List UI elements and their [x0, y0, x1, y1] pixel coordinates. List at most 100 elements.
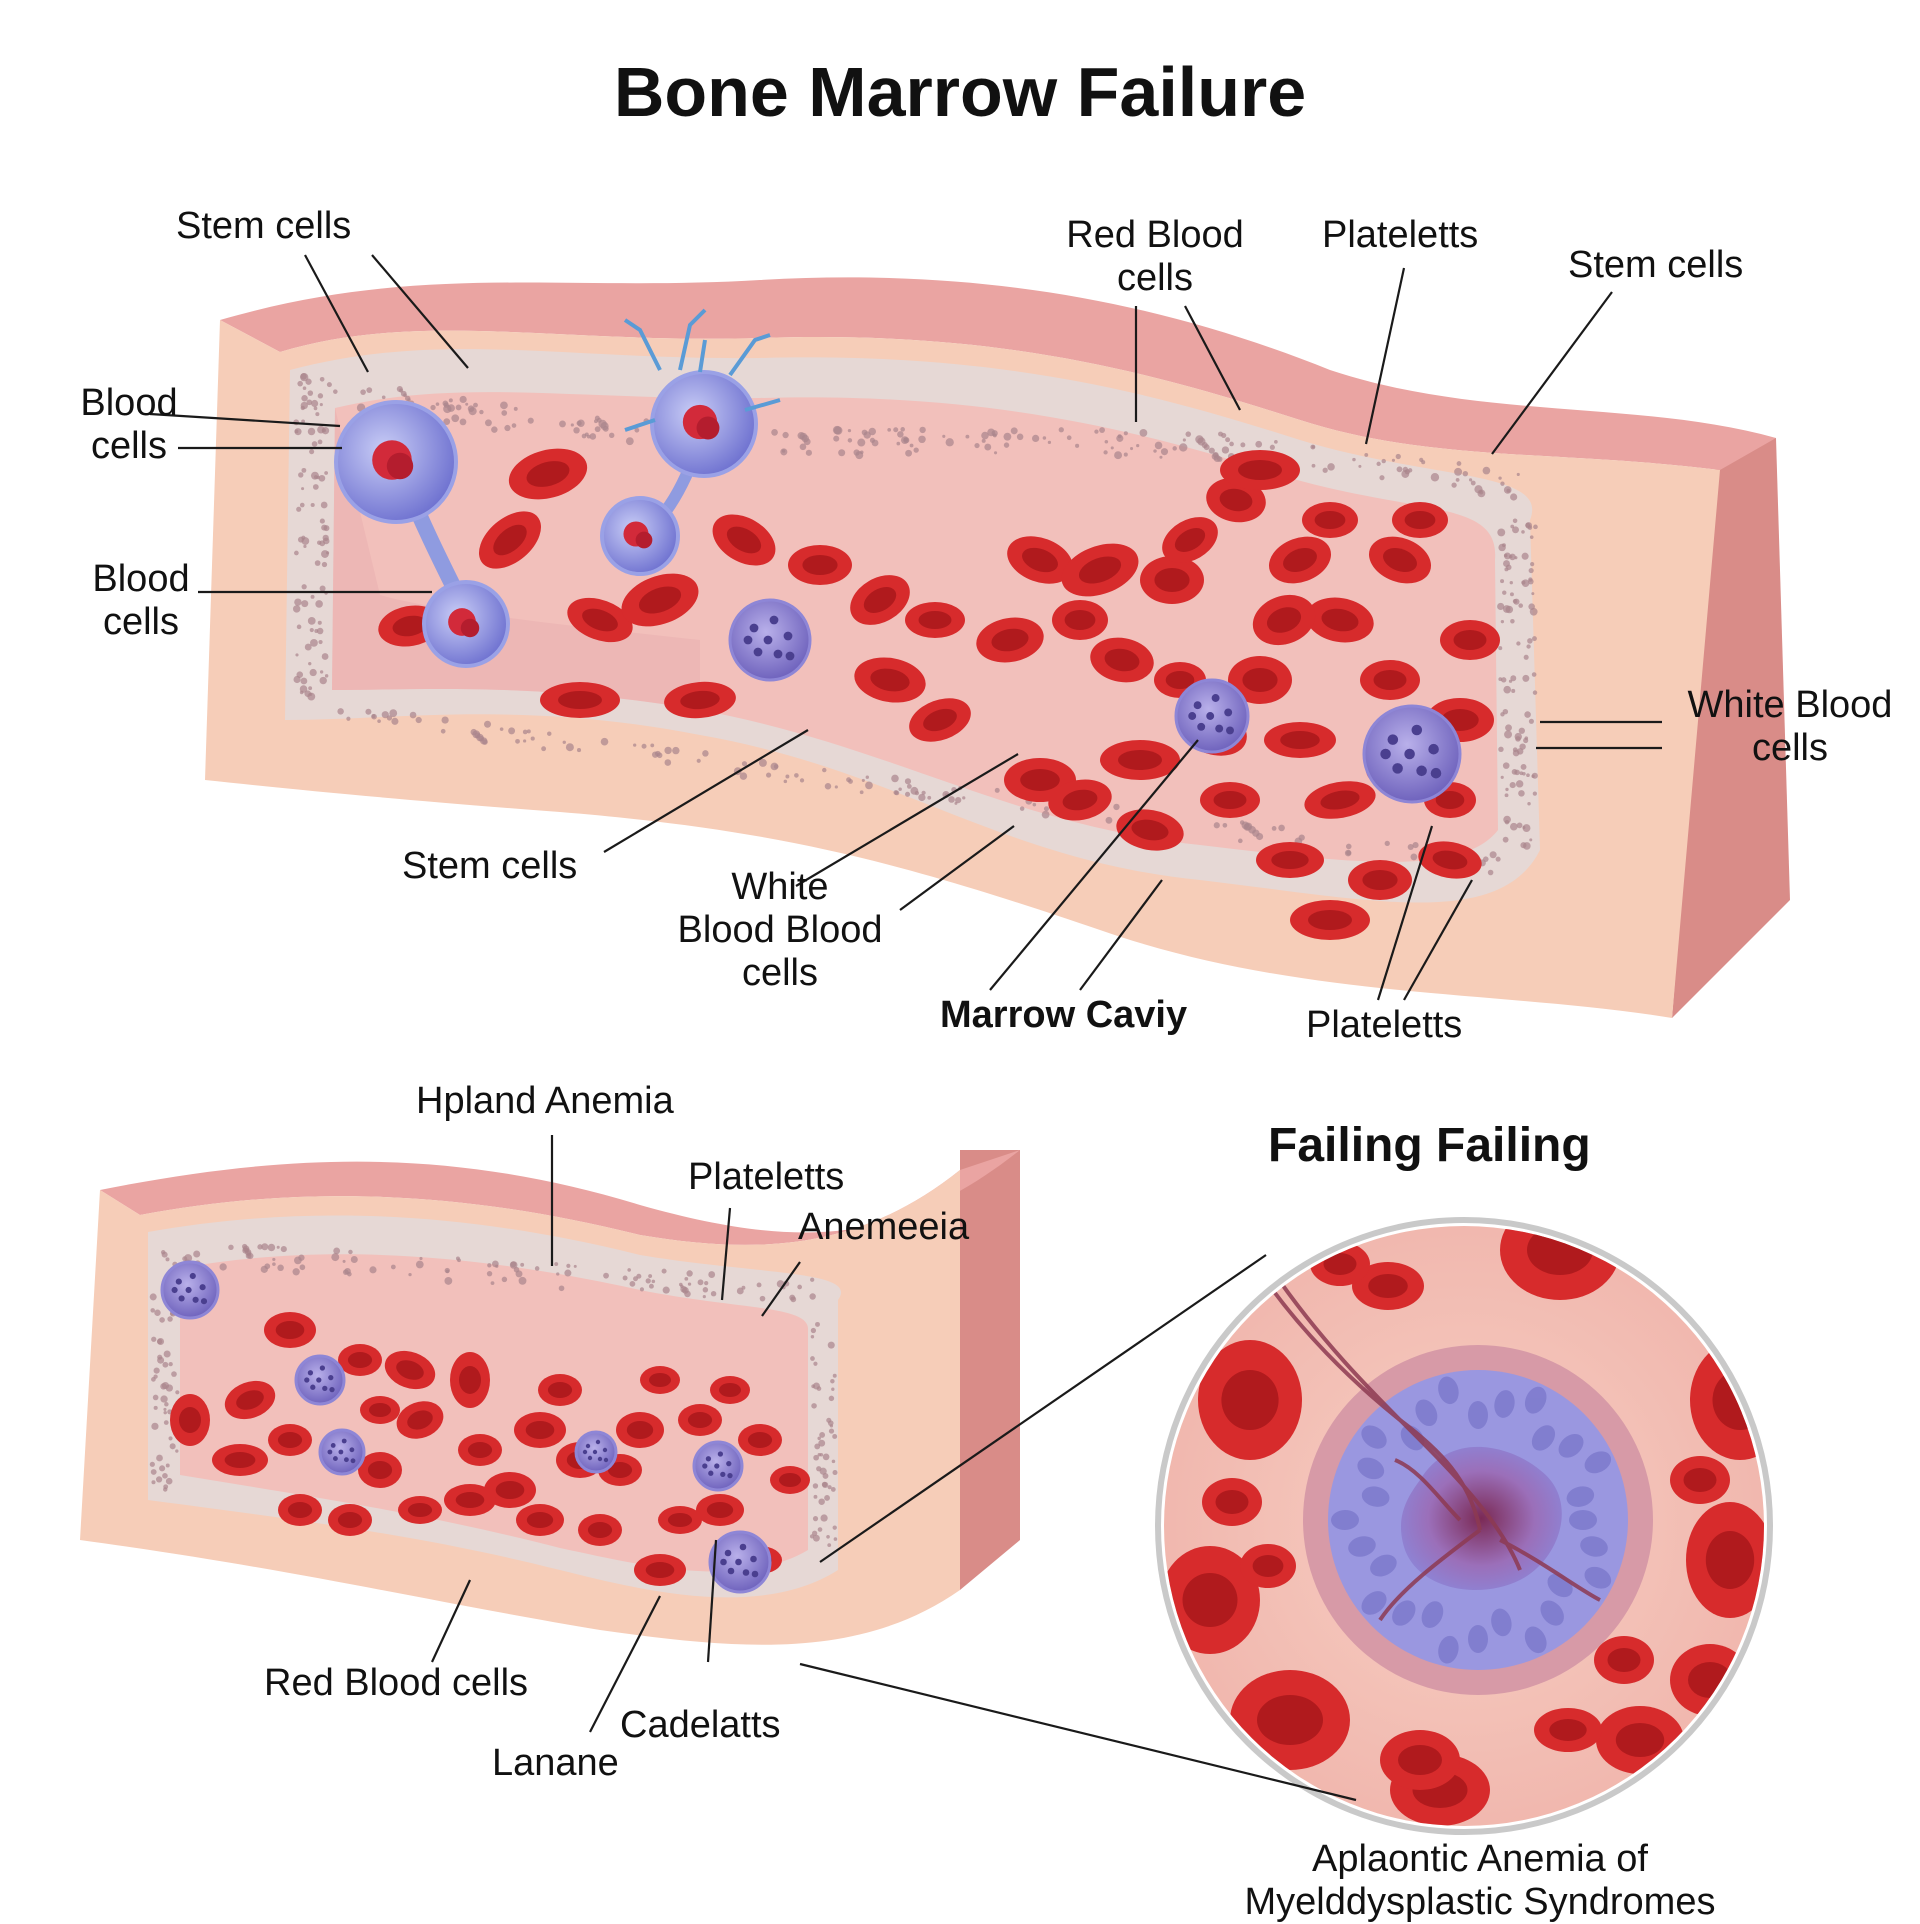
red-blood-cell-icon	[212, 1444, 268, 1476]
red-blood-cell-icon	[616, 1412, 664, 1448]
red-blood-cell-icon	[1140, 556, 1204, 604]
red-blood-cell-icon	[1348, 860, 1412, 900]
red-blood-cell-icon	[1256, 842, 1324, 878]
label-line: Blood	[80, 382, 178, 424]
red-blood-cell-icon	[1264, 722, 1336, 758]
label-plateletts-lower: Plateletts	[688, 1156, 845, 1198]
white-blood-cell-icon	[1362, 704, 1462, 804]
red-blood-cell-icon	[634, 1554, 686, 1586]
bottom-bone-section	[80, 1150, 1020, 1645]
label-marrow-cavity: Marrow Caviy	[940, 994, 1188, 1036]
vacuole	[1584, 1451, 1612, 1474]
stem-cell-icon	[600, 496, 680, 576]
red-blood-cell-icon	[338, 1344, 382, 1376]
red-blood-cell-icon	[1596, 1706, 1684, 1774]
red-blood-cell-icon	[540, 682, 620, 718]
red-blood-cell-icon	[1252, 594, 1316, 646]
label-red-blood-cells-lower: Red Blood cells	[264, 1662, 529, 1704]
white-blood-cell-icon	[728, 598, 812, 682]
label-blood-cells-2: Blood cells	[88, 558, 194, 644]
red-blood-cell-icon	[1670, 1456, 1730, 1504]
vacuole	[1361, 1591, 1387, 1615]
vacuole	[1467, 1401, 1489, 1429]
red-blood-cell-icon	[909, 698, 971, 742]
vacuole	[1392, 1600, 1416, 1626]
red-blood-cell-icon	[479, 511, 541, 569]
red-blood-cell-icon	[508, 448, 588, 500]
vacuole	[1540, 1600, 1564, 1626]
label-plateletts-top: Plateletts	[1322, 214, 1479, 256]
red-blood-cell-icon	[328, 1504, 372, 1536]
red-blood-cell-icon	[1052, 600, 1108, 640]
label-white-blood-cells-right: White Blood cells	[1680, 684, 1900, 770]
vacuole	[1331, 1509, 1359, 1531]
vacuole	[1348, 1536, 1376, 1557]
red-blood-cell-icon	[538, 1374, 582, 1406]
vacuole	[1584, 1566, 1612, 1589]
red-blood-cell-icon	[976, 617, 1044, 663]
vacuole	[1558, 1433, 1584, 1458]
caption-line: Myelddysplastic Syndromes	[1244, 1881, 1716, 1923]
vacuole	[1531, 1425, 1556, 1451]
red-blood-cell-icon	[640, 1366, 680, 1394]
red-blood-cell-icon	[484, 1472, 536, 1508]
red-blood-cell-icon	[1290, 900, 1370, 940]
red-blood-cell-icon	[1228, 656, 1292, 704]
red-blood-cell-icon	[170, 1394, 210, 1446]
vacuole	[1421, 1601, 1444, 1628]
vacuole	[1491, 1608, 1512, 1637]
label-line: Red Blood	[1066, 214, 1244, 256]
white-blood-cell-icon	[692, 1440, 744, 1492]
white-blood-cell-icon	[574, 1430, 618, 1474]
cells-layer	[160, 308, 1500, 1594]
red-blood-cell-icon	[1061, 543, 1139, 597]
label-line: cells	[1751, 727, 1829, 769]
white-blood-cell-icon	[708, 1530, 772, 1594]
vacuole	[1361, 1486, 1390, 1507]
red-blood-cell-icon	[1686, 1502, 1764, 1618]
red-blood-cell-icon	[664, 681, 736, 719]
red-blood-cell-icon	[1007, 536, 1073, 584]
red-blood-cell-icon	[398, 1496, 442, 1524]
red-blood-cell-icon	[1200, 782, 1260, 818]
white-blood-cell-icon	[160, 1260, 220, 1320]
label-stem-cells-top-left: Stem cells	[176, 205, 352, 247]
red-blood-cell-icon	[770, 1466, 810, 1494]
red-blood-cell-icon	[1418, 841, 1482, 879]
vacuole	[1438, 1635, 1459, 1664]
label-line: White	[731, 866, 829, 908]
stem-cell-icon	[650, 370, 758, 478]
red-blood-cell-icon	[1048, 779, 1112, 821]
vacuole	[1361, 1425, 1387, 1449]
label-line: Blood	[92, 558, 190, 600]
red-blood-cell-icon	[1594, 1636, 1654, 1684]
vacuole	[1400, 1425, 1425, 1451]
vacuole	[1580, 1536, 1608, 1557]
label-stem-cells-top-right: Stem cells	[1568, 244, 1744, 286]
label-hpland-anemia: Hpland Anemia	[416, 1080, 674, 1122]
label-line: cells	[90, 425, 168, 467]
red-blood-cell-icon	[444, 1484, 496, 1516]
label-red-blood-cells: Red Blood cells	[1060, 214, 1250, 300]
white-blood-cell-icon	[1174, 678, 1250, 754]
red-blood-cell-icon	[268, 1424, 312, 1456]
red-blood-cell-icon	[578, 1514, 622, 1546]
white-blood-cell-icon	[294, 1354, 346, 1406]
stem-cell-icon	[422, 580, 510, 668]
page-title: Bone Marrow Failure	[613, 53, 1307, 131]
red-blood-cell-icon	[384, 1350, 436, 1390]
red-blood-cell-icon	[1306, 597, 1374, 643]
red-blood-cell-icon	[1090, 637, 1154, 683]
label-anemeeia: Anemeeia	[798, 1206, 970, 1248]
label-line: Blood Blood	[677, 909, 883, 951]
red-blood-cell-icon	[854, 657, 926, 703]
red-blood-cell-icon	[567, 597, 633, 643]
red-blood-cell-icon	[1304, 781, 1376, 819]
vacuole	[1438, 1376, 1459, 1405]
red-blood-cell-icon	[264, 1312, 316, 1348]
vacuole	[1370, 1554, 1397, 1577]
red-blood-cell-icon	[224, 1380, 276, 1420]
red-blood-cell-icon	[1100, 740, 1180, 780]
red-blood-cell-icon	[1198, 1340, 1302, 1460]
